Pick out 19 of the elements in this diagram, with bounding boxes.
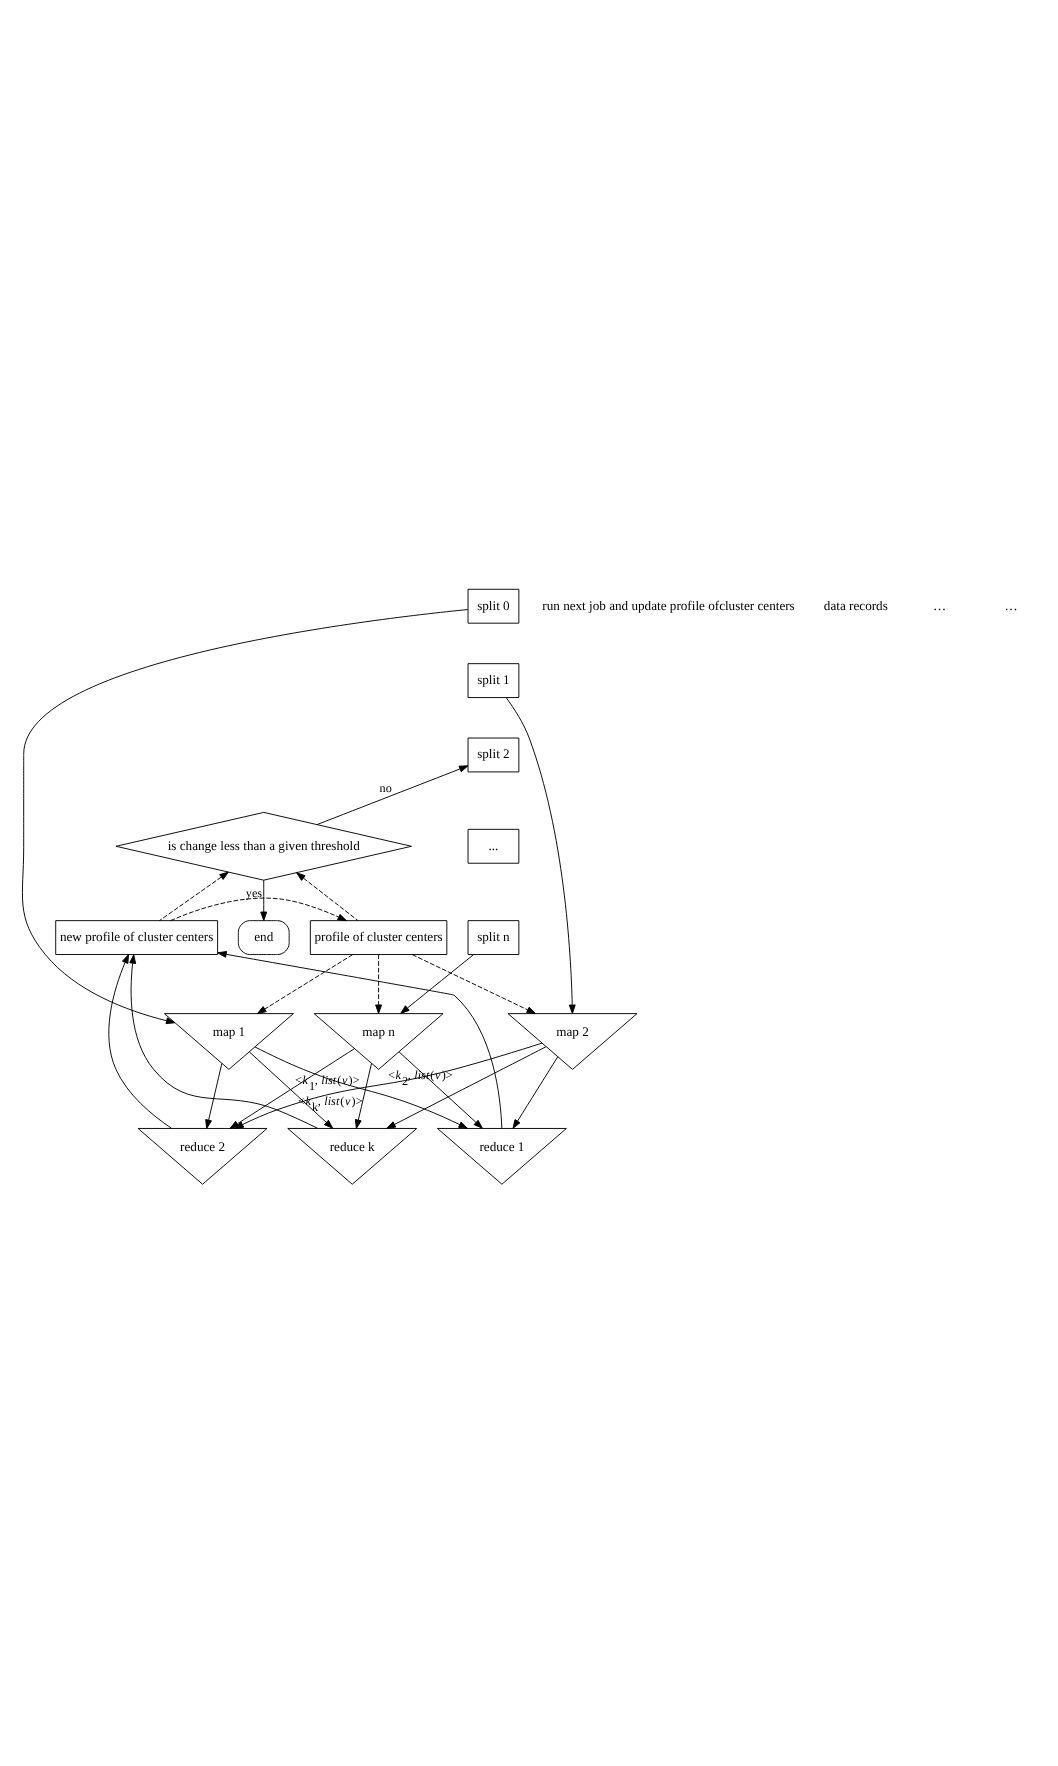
arrow	[296, 872, 359, 922]
arrow	[354, 1062, 372, 1129]
arrow	[170, 897, 347, 922]
arrow	[398, 1051, 483, 1129]
arrow	[386, 1046, 547, 1129]
arrow	[512, 1056, 559, 1129]
arrow	[248, 1051, 334, 1129]
arrow	[316, 765, 469, 826]
arrow	[159, 871, 229, 922]
arrow	[254, 1046, 468, 1129]
arrow	[411, 954, 536, 1015]
arrow	[375, 954, 383, 1014]
arrow	[205, 1062, 223, 1129]
arrow	[22, 609, 469, 1025]
arrow	[400, 954, 474, 1014]
arrow	[505, 697, 576, 1014]
arrow	[108, 954, 173, 1129]
arrow	[260, 879, 268, 921]
arrow	[257, 954, 353, 1015]
